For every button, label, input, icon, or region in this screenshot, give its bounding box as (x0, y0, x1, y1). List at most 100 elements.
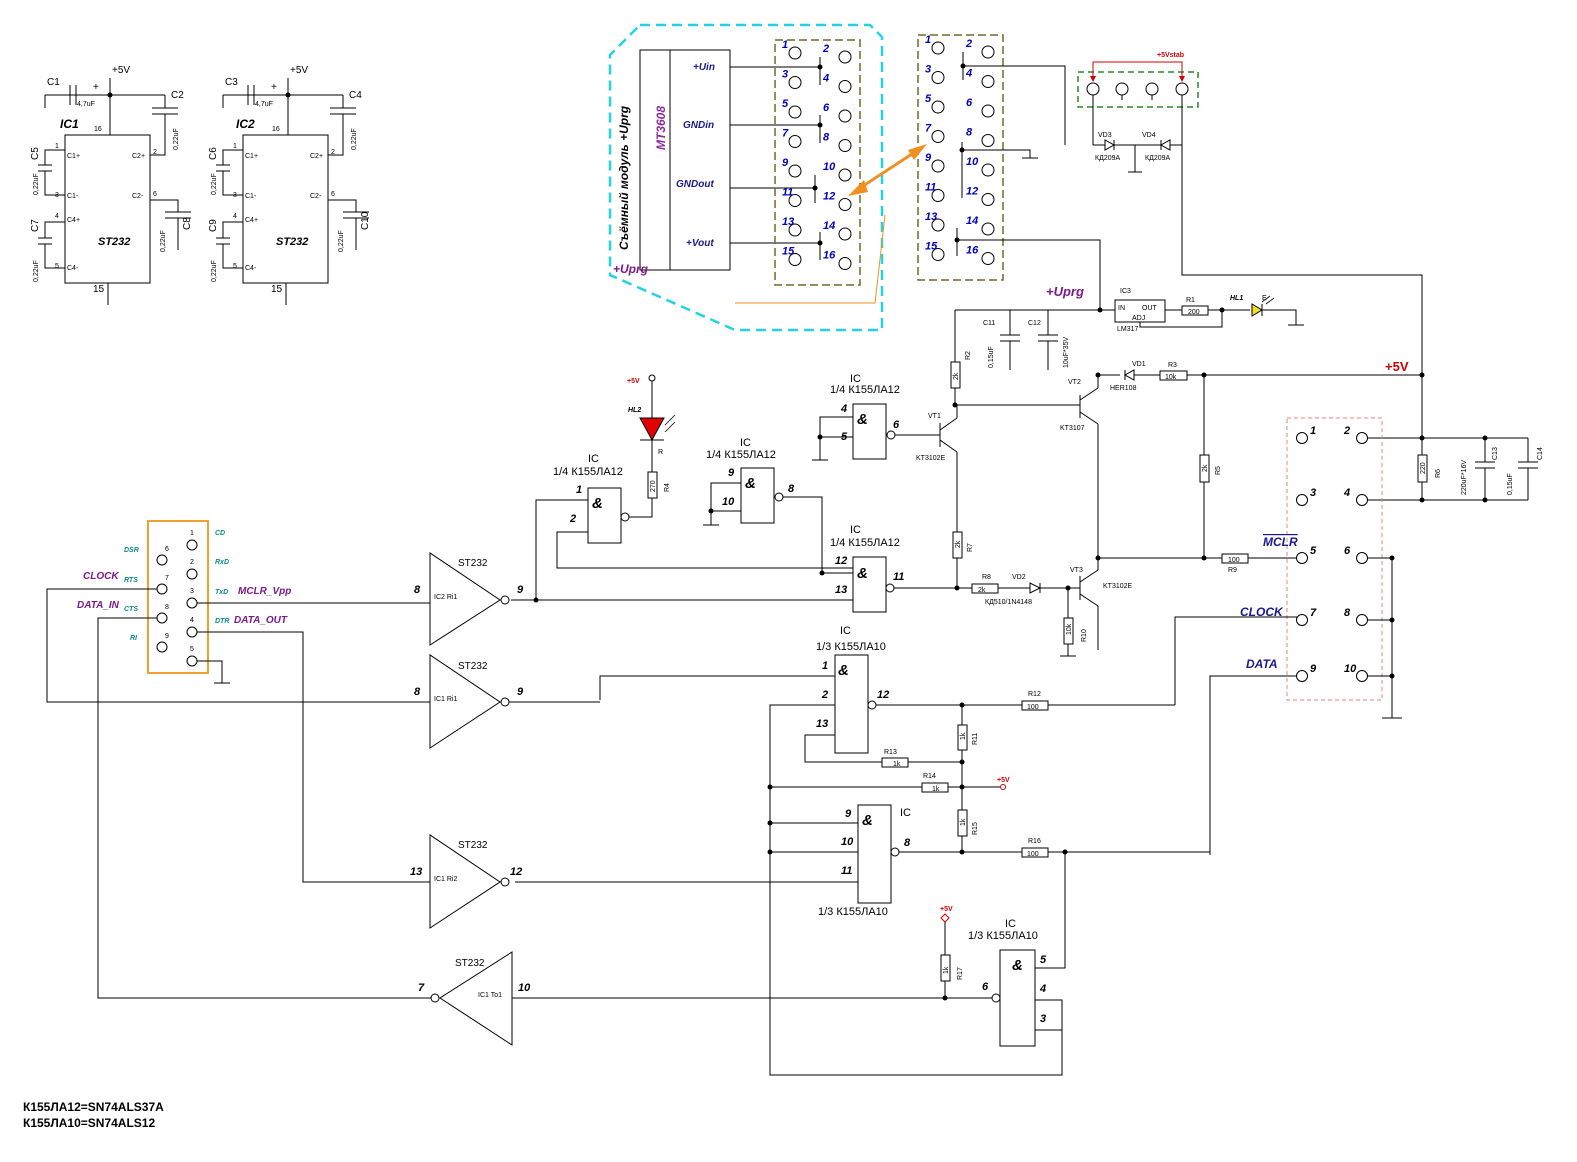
r3-label: R3 (1168, 362, 1177, 369)
icsp-pin-label-5: 5 (1310, 545, 1317, 557)
r11-value: 1k (960, 732, 967, 740)
ic2-c4p: C4+ (245, 217, 258, 224)
r4-value: 270 (650, 480, 657, 492)
gate-la10c-pin6: 6 (982, 981, 989, 993)
gate-la12-b-amp: & (745, 475, 756, 492)
ic1-c2p: C2+ (132, 153, 145, 160)
driver-1-out: 9 (517, 584, 524, 596)
db9-p1: 1 (190, 530, 194, 537)
ic2-c2: C4 (349, 90, 362, 101)
module-body (639, 49, 731, 271)
board-header-pin-label-16: 16 (966, 245, 979, 257)
ic3-out: OUT (1142, 305, 1158, 312)
r6-value: 220 (1420, 462, 1427, 474)
board-header-pin-label-1: 1 (925, 34, 931, 46)
db9-data-in-label: DATA_IN (77, 600, 120, 611)
gate-la12-b (740, 467, 775, 524)
ic1-c1v: 4,7uF (77, 101, 95, 108)
driver-1 (429, 552, 501, 646)
icsp-pin-6 (1356, 552, 1368, 564)
board-header-pin-16 (981, 252, 995, 265)
jumper-block: +5Vstab VD3 VD4 КД209А КД209А (1077, 52, 1423, 375)
gate-la10b-pin8: 8 (904, 837, 911, 849)
r15-value: 1k (960, 818, 967, 826)
ic1-c1: C1 (47, 77, 60, 88)
power-section: +Uprg IC3 IN OUT ADJ LM317 R1 200 HL1 E … (888, 284, 1544, 657)
ic1-p16: 16 (94, 126, 102, 133)
p5v-label: +5V (1385, 359, 1409, 374)
module-header-pin-13 (788, 223, 802, 237)
gate-la12-b-ic: IC (740, 437, 751, 449)
driver-1-label: IC2 Ri1 (434, 594, 457, 601)
vd1-label: VD1 (1132, 361, 1146, 368)
board-header-pin-label-12: 12 (966, 186, 978, 198)
ic1-c2: C2 (171, 90, 184, 101)
vd2-label: VD2 (1012, 574, 1026, 581)
gate-la10-b-ic: IC (900, 807, 911, 819)
ic2-c5v: 0,22uF (211, 173, 218, 195)
r11-label: R11 (972, 733, 979, 745)
gate-la10-c-type: 1/3 К155ЛА10 (968, 930, 1038, 942)
driver-3-part: ST232 (458, 840, 488, 851)
c13-label: C13 (1492, 447, 1499, 460)
gate-la10a-pin1: 1 (822, 660, 828, 672)
vd4-part: КД209А (1145, 155, 1170, 162)
db9-p9: 9 (165, 633, 169, 640)
ic1-c2m: C2- (132, 193, 144, 200)
icsp-pin-label-10: 10 (1344, 663, 1357, 675)
icsp-pin-10 (1356, 670, 1368, 682)
ic2-vcc: +5V (290, 65, 308, 76)
driver-4-part: ST232 (455, 958, 485, 969)
ic1-c5v: 0,22uF (33, 173, 40, 195)
c13-value: 220uF*16V (1461, 460, 1468, 495)
driver-4-in: 10 (518, 982, 531, 994)
module-header-outline (774, 39, 861, 286)
ic2-plus: + (271, 82, 277, 93)
module-header-pin-11 (788, 194, 802, 207)
driver-3-label: IC1 Ri2 (434, 876, 457, 883)
r1-label: R1 (1186, 297, 1195, 304)
db9-ri: RI (130, 635, 138, 642)
db9-connector: 1 2 3 4 5 6 7 8 9 CD RxD TxD DTR DSR RTS… (46, 520, 431, 999)
module-header-pin-1 (788, 46, 802, 60)
gate-la10a-pin2: 2 (821, 689, 828, 701)
vt1-label: VT1 (928, 413, 941, 420)
gate-d-pin11: 11 (893, 571, 904, 583)
driver-4-label: IC1 To1 (478, 992, 502, 999)
r17-vcc: +5V (940, 906, 953, 913)
module-uprg: +Uprg (613, 262, 649, 276)
r16-label: R16 (1028, 838, 1041, 845)
module-header-pin-7 (788, 135, 802, 148)
ic2-p5: 5 (233, 263, 237, 270)
r7-value: 2k (955, 540, 962, 548)
ic2-p1: 1 (233, 143, 237, 150)
ic1-c4p: C4+ (67, 217, 80, 224)
r12-label: R12 (1028, 691, 1041, 698)
module-header-pin-16 (838, 257, 852, 270)
module-header-pin-label-14: 14 (823, 220, 835, 232)
hl2-r: R (658, 449, 663, 456)
double-arrow (848, 144, 927, 196)
icsp-pin-8 (1356, 614, 1368, 626)
db9-txd: TxD (215, 589, 228, 596)
module-gndin: GNDin (683, 120, 714, 131)
driver-3-out: 12 (510, 866, 522, 878)
driver-4-out: 7 (418, 982, 425, 994)
r12-value: 100 (1027, 704, 1039, 711)
jumper-outline (1077, 71, 1199, 108)
module-header-pin-label-3: 3 (782, 69, 788, 81)
c14-value: 0,15uF (1507, 473, 1514, 495)
ic3-part: LM317 (1117, 326, 1139, 333)
db9-p5: 5 (190, 646, 194, 653)
r8-label: R8 (982, 574, 991, 581)
db9-p8: 8 (165, 604, 169, 611)
r10-label: R10 (1081, 629, 1088, 642)
db9-p7: 7 (165, 575, 169, 582)
ic1-c1p: C1+ (67, 153, 80, 160)
driver-2-label: IC1 Ri1 (434, 696, 457, 703)
gate-la10-c-ic: IC (1005, 918, 1016, 930)
icsp-pin-4 (1356, 494, 1368, 506)
board-header-pin-2 (981, 45, 995, 59)
module-header-pin-label-6: 6 (823, 102, 830, 114)
